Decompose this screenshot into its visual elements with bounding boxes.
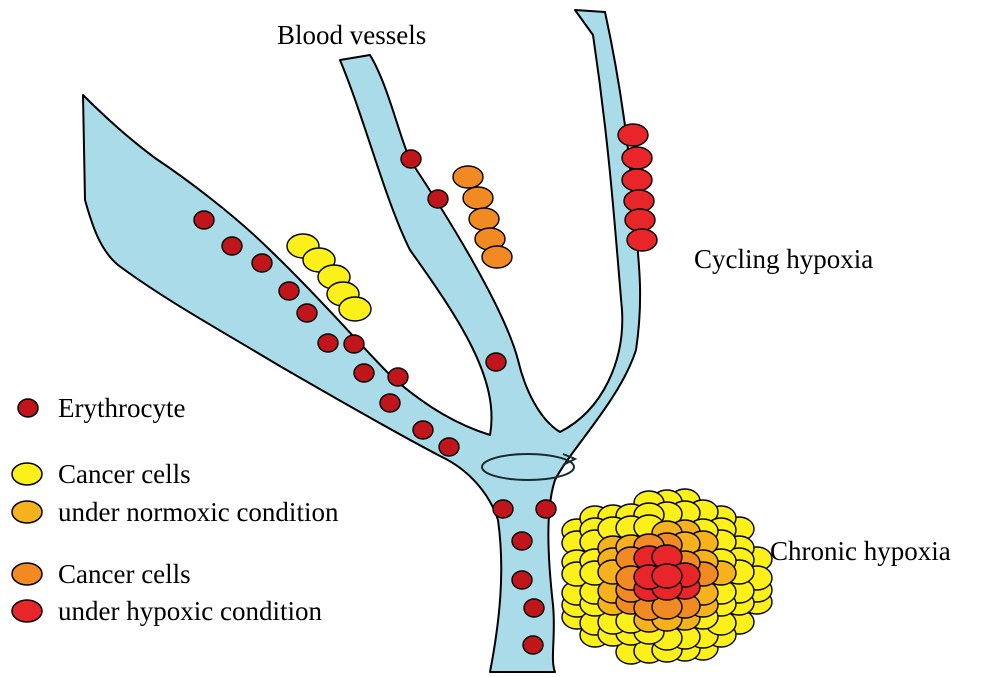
erythrocyte bbox=[486, 353, 506, 371]
hypoxic-cancer-cell bbox=[622, 169, 652, 191]
erythrocyte bbox=[297, 304, 317, 322]
legend-hypoxic-red-swatch bbox=[12, 600, 42, 622]
hypoxic-cancer-cell bbox=[463, 187, 493, 209]
legend-erythrocyte-swatch bbox=[18, 399, 38, 417]
erythrocyte bbox=[388, 368, 408, 386]
erythrocyte bbox=[354, 364, 374, 382]
erythrocyte bbox=[318, 334, 338, 352]
legend: Erythrocyte Cancer cells under normoxic … bbox=[12, 393, 339, 626]
legend-normoxic-yellow-swatch bbox=[12, 463, 42, 485]
hypoxic-cancer-cell bbox=[625, 209, 655, 231]
legend-normoxic-line2: under normoxic condition bbox=[58, 497, 339, 527]
legend-normoxic-line1: Cancer cells bbox=[58, 459, 191, 489]
normoxic-cancer-cell bbox=[339, 297, 371, 321]
erythrocyte bbox=[493, 500, 513, 518]
erythrocyte bbox=[512, 571, 532, 589]
hypoxic-cancer-cell bbox=[453, 166, 483, 188]
legend-hypoxic-line2: under hypoxic condition bbox=[58, 596, 322, 626]
hypoxic-cancer-cell bbox=[469, 208, 499, 230]
hypoxic-cancer-cell bbox=[622, 147, 652, 169]
hypoxic-cancer-cell bbox=[482, 246, 512, 268]
erythrocyte bbox=[344, 335, 364, 353]
hypoxic-cancer-cell bbox=[618, 124, 648, 146]
erythrocyte bbox=[524, 599, 544, 617]
erythrocyte bbox=[252, 254, 272, 272]
erythrocyte bbox=[536, 500, 556, 518]
legend-erythrocyte-label: Erythrocyte bbox=[58, 393, 185, 423]
legend-hypoxic-line1: Cancer cells bbox=[58, 559, 191, 589]
erythrocyte bbox=[279, 282, 299, 300]
erythrocyte bbox=[523, 636, 543, 654]
erythrocyte bbox=[401, 150, 421, 168]
erythrocyte bbox=[380, 394, 400, 412]
erythrocyte bbox=[222, 237, 242, 255]
label-cycling-hypoxia: Cycling hypoxia bbox=[694, 244, 873, 274]
hypoxic-cancer-cell bbox=[652, 564, 682, 588]
erythrocyte bbox=[413, 421, 433, 439]
legend-normoxic-amber-swatch bbox=[12, 501, 42, 523]
label-chronic-hypoxia: Chronic hypoxia bbox=[770, 536, 951, 566]
hypoxic-cancer-cell bbox=[627, 229, 657, 251]
erythrocyte bbox=[428, 190, 448, 208]
tumor-mass bbox=[562, 489, 772, 664]
legend-hypoxic-orange-swatch bbox=[12, 563, 42, 585]
erythrocyte bbox=[194, 211, 214, 229]
title-blood-vessels: Blood vessels bbox=[277, 20, 426, 50]
erythrocyte bbox=[512, 532, 532, 550]
erythrocyte bbox=[439, 438, 459, 456]
